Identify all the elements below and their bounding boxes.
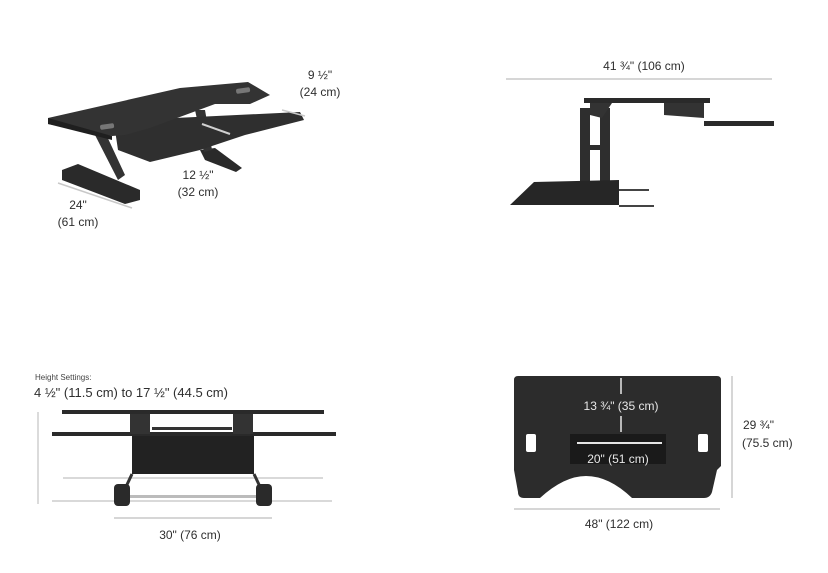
base-depth-line (57, 182, 133, 209)
top-depth-line (281, 109, 306, 117)
keyboard-depth-metric-label: (32 cm) (177, 185, 219, 199)
overall-depth-label: 29 ¾" (743, 418, 774, 432)
overall-width-label: 48" (122 cm) (584, 517, 654, 531)
side-desk-illustration (506, 78, 774, 207)
base-depth-label: 24" (69, 198, 87, 212)
base-width-label: 30" (76 cm) (159, 528, 221, 542)
side-view: 41 ¾" (106 cm) (414, 0, 828, 286)
isometric-desk-illustration (48, 82, 306, 209)
height-range-label: 4 ½" (11.5 cm) to 17 ½" (44.5 cm) (34, 385, 228, 400)
height-settings-title: Height Settings: (35, 373, 92, 382)
top-depth-metric-label: (24 cm) (299, 85, 341, 99)
base-depth-metric-label: (61 cm) (57, 215, 99, 229)
top-view: 13 ¾" (35 cm) 20" (51 cm) 29 ¾" (75.5 cm… (414, 286, 828, 573)
isometric-view: 9 ½" (24 cm) 12 ½" (32 cm) 24" (61 cm) (0, 0, 414, 286)
front-view: Height Settings: 4 ½" (11.5 cm) to 17 ½"… (0, 286, 414, 573)
overall-depth-metric-label: (75.5 cm) (742, 436, 793, 450)
front-desk-illustration (37, 410, 336, 519)
cutout-width-label: 20" (51 cm) (587, 452, 649, 466)
overall-depth-label: 41 ¾" (106 cm) (603, 59, 685, 73)
keyboard-depth-label: 12 ½" (182, 168, 214, 182)
top-desk-illustration (514, 376, 733, 510)
inner-depth-label: 13 ¾" (35 cm) (583, 399, 659, 413)
top-depth-label: 9 ½" (307, 68, 333, 82)
keyboard-depth-line (201, 123, 231, 135)
